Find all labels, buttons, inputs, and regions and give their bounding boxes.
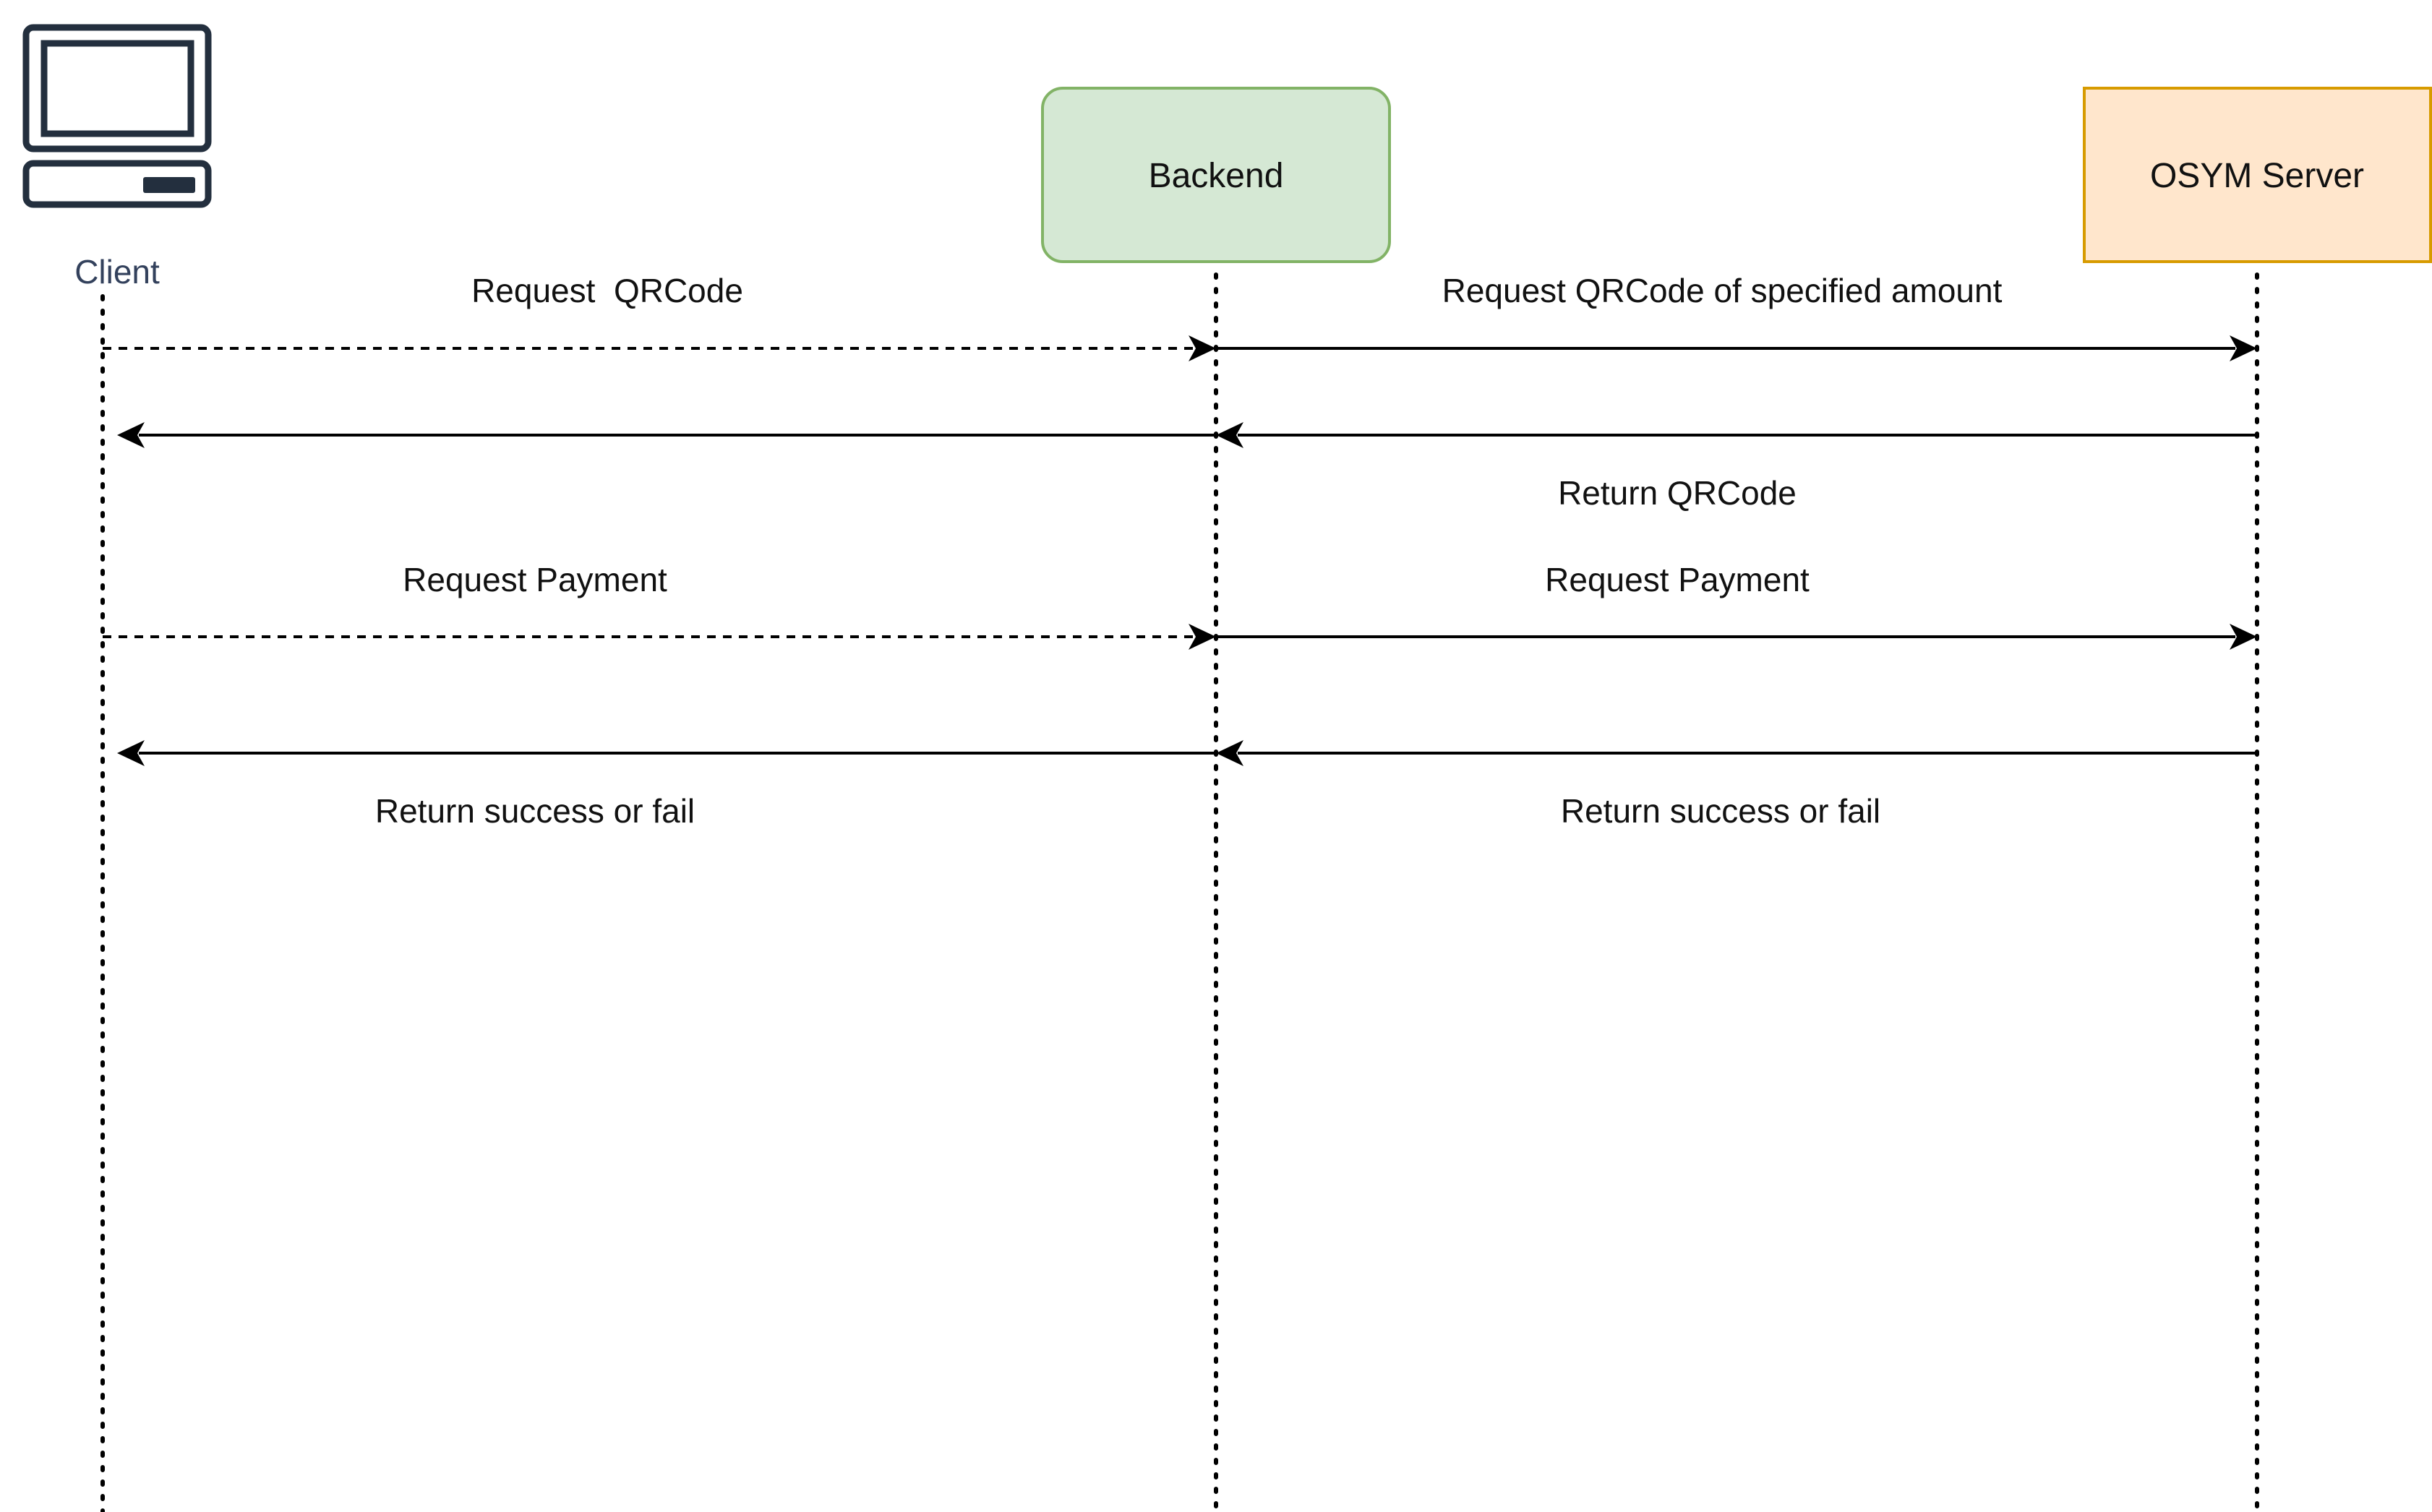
message-request-payment-client [103,624,1216,650]
message-label: Request QRCode of specified amount [1442,272,2003,309]
message-request-qrcode-osym [1216,335,2257,361]
backend-label: Backend [1149,157,1284,195]
message-label: Request Payment [1545,561,1810,598]
message-return-result-client [117,740,1216,766]
message-label: Request QRCode [471,272,743,309]
message-label: Return success or fail [1561,792,1880,830]
message-return-qrcode-osym [1216,422,2257,448]
message-return-qrcode-client [117,422,1216,448]
osym-server-box [2083,87,2432,263]
message-label: Return success or fail [375,792,695,830]
backend-box [1041,87,1391,263]
computer-icon [22,24,212,208]
osym-server-label: OSYM Server [2150,157,2364,195]
client-label: Client [74,253,160,291]
message-label: Return QRCode [1558,474,1797,512]
message-return-result-osym [1216,740,2257,766]
message-request-payment-osym [1216,624,2257,650]
message-label: Request Payment [403,561,667,598]
message-request-qrcode-client [103,335,1216,361]
